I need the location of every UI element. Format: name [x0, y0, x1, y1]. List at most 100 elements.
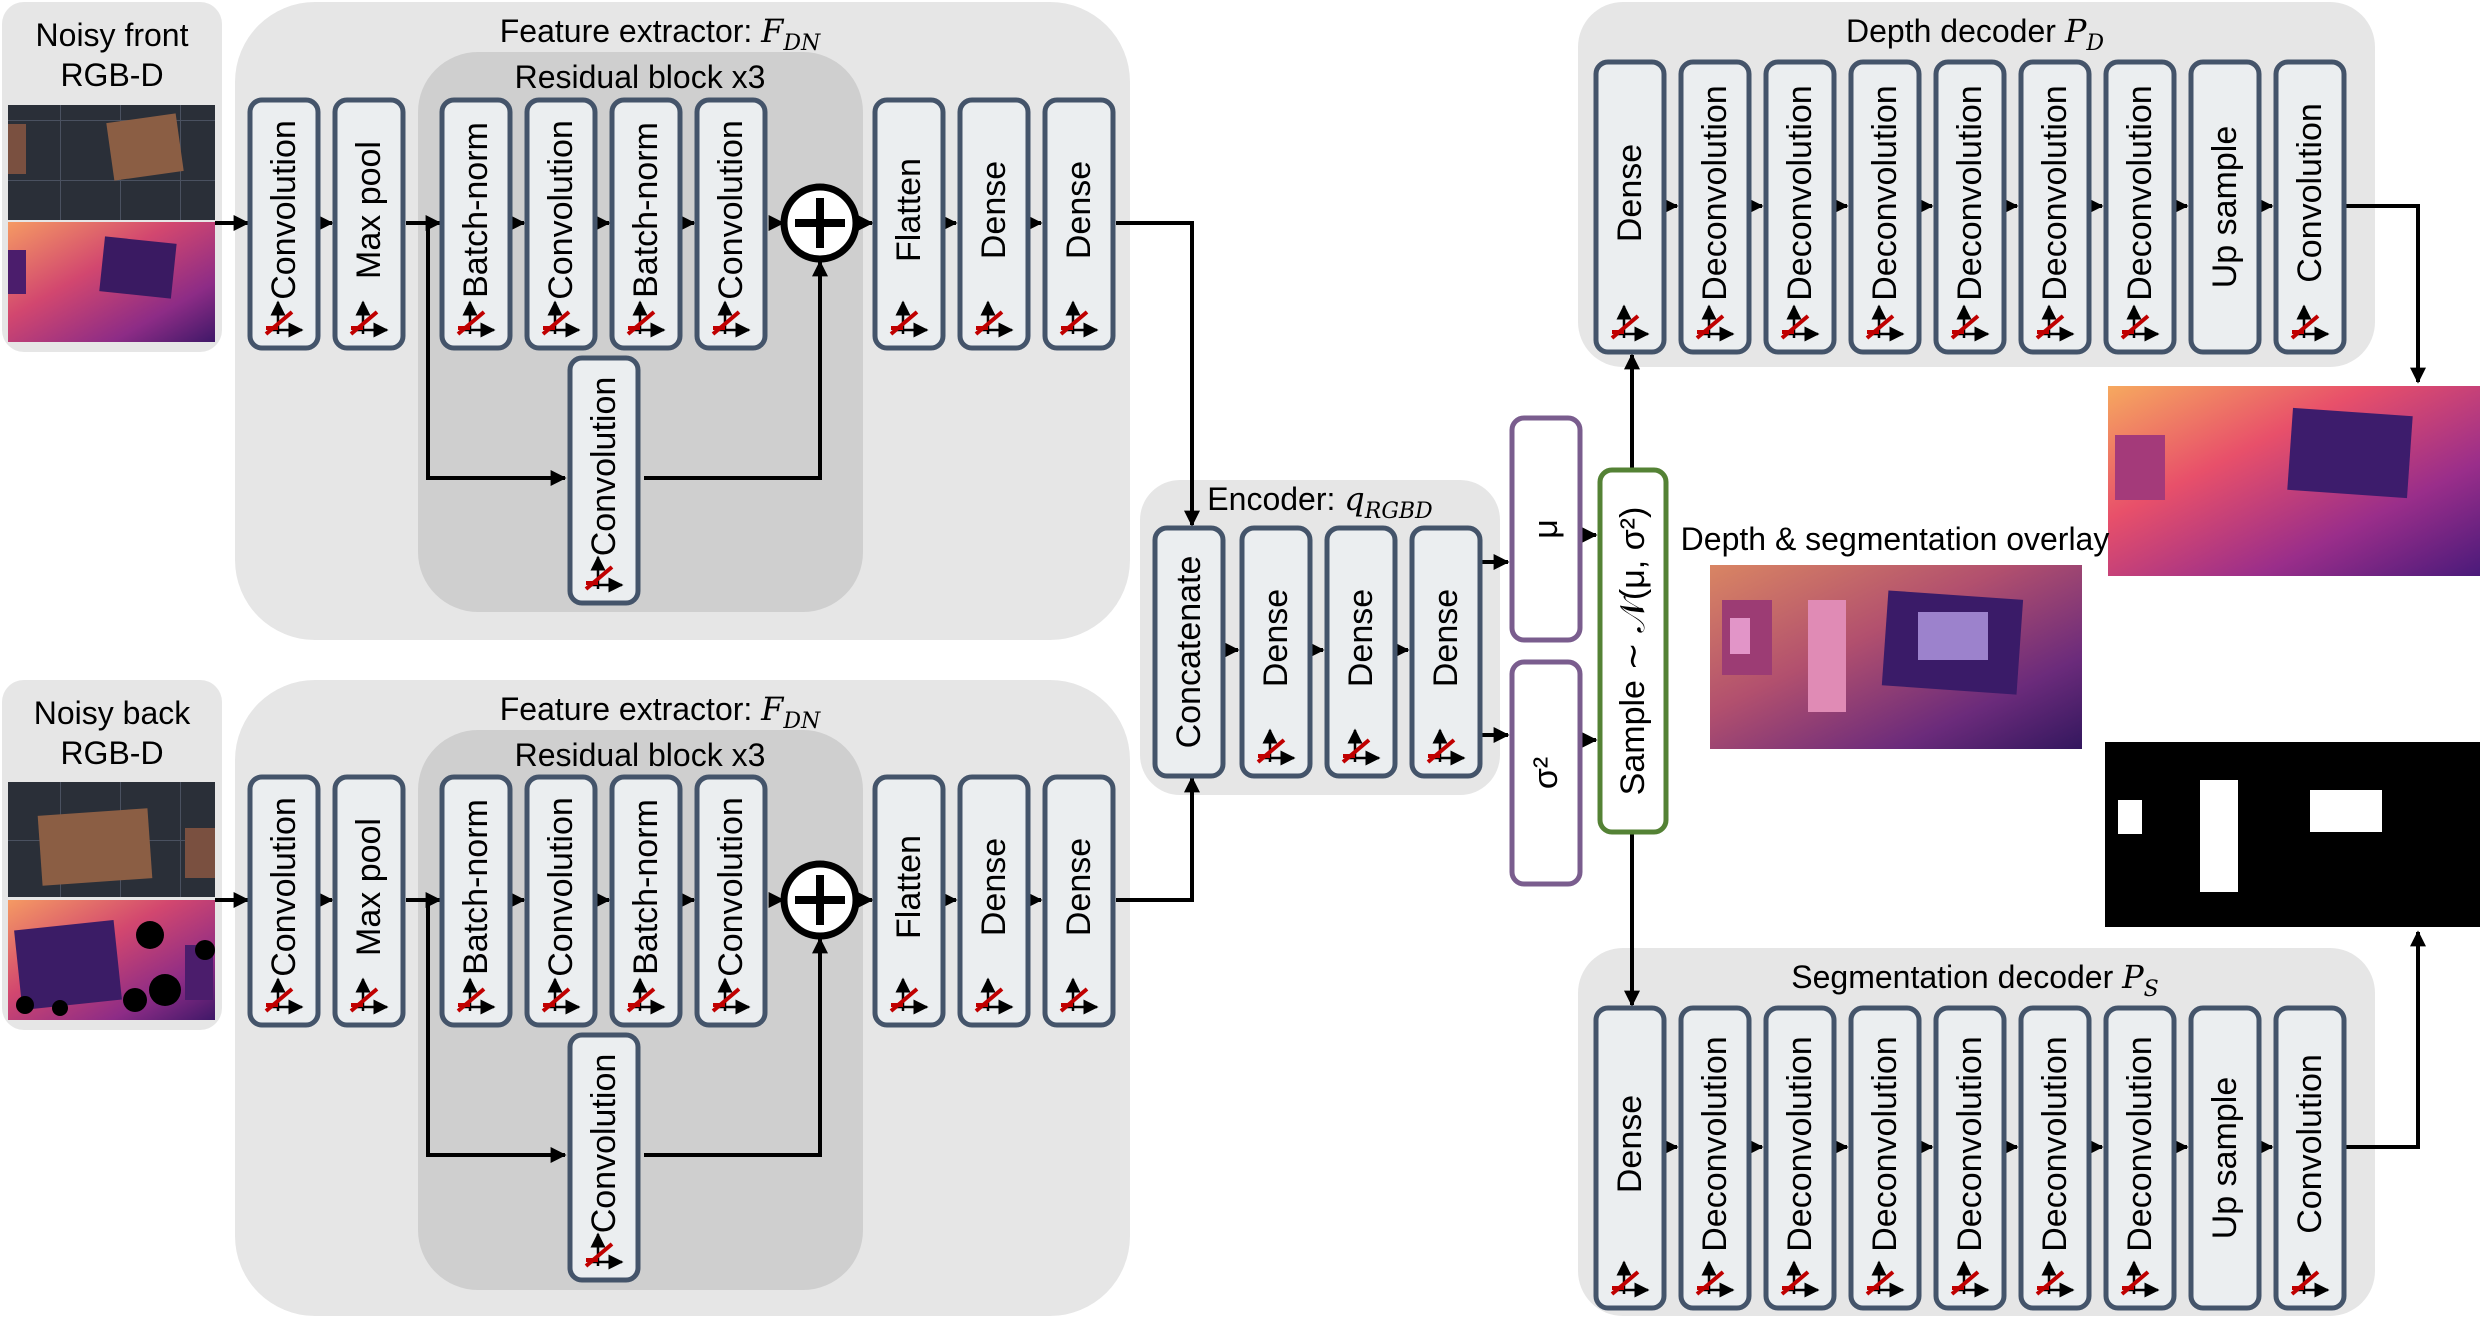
seg-decoder-deconvolution-2-label: Deconvolution: [1781, 1036, 1819, 1251]
activation-icon: [264, 977, 304, 1015]
fe-top-skip-convolution: Convolution: [567, 355, 641, 606]
depth-decoder-dense-0-label: Dense: [1611, 144, 1649, 242]
sum-node-bottom: [780, 860, 860, 940]
encoder-dense-1: Dense: [1239, 525, 1313, 779]
activation-icon: [1865, 304, 1905, 342]
fe-top-dense-1: Dense: [957, 97, 1031, 351]
activation-icon: [1780, 304, 1820, 342]
fe-top-res-convolution-2: Convolution: [694, 97, 768, 351]
front-input-title-1: Noisy front: [36, 17, 189, 53]
depth-decoder-deconvolution-2: Deconvolution: [1763, 59, 1837, 355]
activation-icon: [974, 977, 1014, 1015]
fe-bottom-dense-1-label: Dense: [975, 838, 1013, 936]
residual-title-bottom: Residual block x3: [515, 737, 766, 773]
activation-icon: [889, 977, 929, 1015]
back-input-title-1: Noisy back: [34, 695, 192, 731]
fe-bottom-res-convolution-2: Convolution: [694, 774, 768, 1028]
seg-decoder-deconvolution-5: Deconvolution: [2018, 1005, 2092, 1311]
fe-top-res-batchnorm-1: Batch-norm: [439, 97, 513, 351]
activation-icon: [1341, 728, 1381, 766]
activation-icon: [1610, 304, 1650, 342]
feature-extractor-title-bottom: Feature extractor: FDN: [500, 690, 821, 734]
activation-icon: [1610, 1260, 1650, 1298]
activation-icon: [541, 300, 581, 338]
depth-decoder-up-sample-7: Up sample: [2188, 59, 2262, 355]
seg-decoder-convolution-8: Convolution: [2273, 1005, 2347, 1311]
fe-bottom-res-batchnorm-2: Batch-norm: [609, 774, 683, 1028]
fe-bottom-dense-2-label: Dense: [1060, 838, 1098, 936]
activation-icon: [349, 977, 389, 1015]
fe-bottom-skip-convolution: Convolution: [567, 1032, 641, 1283]
fe-top-flatten: Flatten: [872, 97, 946, 351]
activation-icon: [456, 300, 496, 338]
encoder-dense-3-label: Dense: [1427, 589, 1465, 687]
activation-icon: [1256, 728, 1296, 766]
seg-decoder-deconvolution-6-label: Deconvolution: [2121, 1036, 2159, 1251]
fe-bottom-dense-2: Dense: [1042, 774, 1116, 1028]
activation-icon: [711, 977, 751, 1015]
depth-decoder-dense-0: Dense: [1593, 59, 1667, 355]
seg-decoder-deconvolution-6: Deconvolution: [2103, 1005, 2177, 1311]
activation-icon: [1426, 728, 1466, 766]
depth-decoder-deconvolution-4: Deconvolution: [1933, 59, 2007, 355]
activation-icon: [889, 300, 929, 338]
latent-mu: μ: [1509, 415, 1583, 643]
connection-wires: [215, 198, 2426, 1163]
depth-decoder-deconvolution-3-label: Deconvolution: [1866, 85, 1904, 300]
residual-title-top: Residual block x3: [515, 59, 766, 95]
fe-bottom-res-convolution-2-label: Convolution: [712, 797, 750, 977]
fe-top-convolution-label: Convolution: [265, 120, 303, 300]
fe-bottom-res-convolution-1-label: Convolution: [542, 797, 580, 977]
activation-icon: [584, 555, 624, 593]
activation-icon: [1950, 1260, 1990, 1298]
front-input-images: [8, 105, 215, 342]
fe-top-dense-2: Dense: [1042, 97, 1116, 351]
fe-top-res-batchnorm-2-label: Batch-norm: [627, 122, 665, 298]
encoder-dense-2-label: Dense: [1342, 589, 1380, 687]
seg-decoder-deconvolution-5-label: Deconvolution: [2036, 1036, 2074, 1251]
activation-icon: [1059, 300, 1099, 338]
activation-icon: [1695, 1260, 1735, 1298]
depth-decoder-deconvolution-3: Deconvolution: [1848, 59, 1922, 355]
fe-top-maxpool-label: Max pool: [350, 141, 388, 279]
depth-decoder-deconvolution-1: Deconvolution: [1678, 59, 1752, 355]
fe-top-dense-1-label: Dense: [975, 161, 1013, 259]
activation-icon: [1780, 1260, 1820, 1298]
segmentation-decoder-title: Segmentation decoder PS: [1791, 958, 2159, 1002]
activation-icon: [1950, 304, 1990, 342]
latent-sigma: σ²: [1509, 659, 1583, 887]
front-input-title-2: RGB-D: [60, 57, 163, 93]
activation-icon: [2120, 304, 2160, 342]
seg-decoder-up-sample-7-label: Up sample: [2206, 1077, 2244, 1240]
seg-decoder-dense-0-label: Dense: [1611, 1095, 1649, 1193]
fe-top-maxpool: Max pool: [332, 97, 406, 351]
fe-bottom-skip-convolution-label: Convolution: [585, 1054, 623, 1234]
fe-top-skip-convolution-label: Convolution: [585, 377, 623, 557]
segmentation-output-image: [2105, 742, 2480, 927]
fe-top-res-batchnorm-1-label: Batch-norm: [457, 122, 495, 298]
encoder-title: Encoder: qRGBD: [1207, 480, 1433, 524]
activation-icon: [2035, 1260, 2075, 1298]
fe-top-res-convolution-1: Convolution: [524, 97, 598, 351]
fe-bottom-res-batchnorm-1-label: Batch-norm: [457, 799, 495, 975]
depth-decoder-up-sample-7-label: Up sample: [2206, 126, 2244, 289]
fe-top-res-batchnorm-2: Batch-norm: [609, 97, 683, 351]
fe-bottom-maxpool: Max pool: [332, 774, 406, 1028]
activation-icon: [2120, 1260, 2160, 1298]
depth-decoder-deconvolution-2-label: Deconvolution: [1781, 85, 1819, 300]
activation-icon: [584, 1232, 624, 1270]
encoder-dense-1-label: Dense: [1257, 589, 1295, 687]
activation-icon: [1695, 304, 1735, 342]
fe-bottom-res-convolution-1: Convolution: [524, 774, 598, 1028]
seg-decoder-deconvolution-3: Deconvolution: [1848, 1005, 1922, 1311]
activation-icon: [541, 977, 581, 1015]
activation-icon: [1059, 977, 1099, 1015]
depth-decoder-deconvolution-6-label: Deconvolution: [2121, 85, 2159, 300]
fe-bottom-maxpool-label: Max pool: [350, 818, 388, 956]
depth-decoder-deconvolution-5: Deconvolution: [2018, 59, 2092, 355]
depth-decoder-deconvolution-4-label: Deconvolution: [1951, 85, 1989, 300]
encoder-concatenate-label: Concatenate: [1170, 556, 1208, 749]
activation-icon: [264, 300, 304, 338]
seg-decoder-deconvolution-4-label: Deconvolution: [1951, 1036, 1989, 1251]
